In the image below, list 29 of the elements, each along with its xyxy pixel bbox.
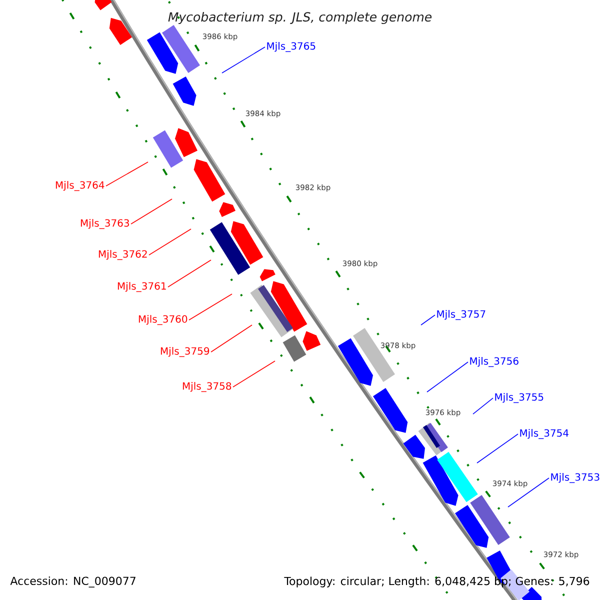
gene-label: Mjls_3758 (182, 382, 232, 392)
genome-info-label: Topology: circular; Length: 6,048,425 bp; Genes: 5,796 (284, 576, 590, 588)
gene-label: Mjls_3761 (118, 282, 166, 292)
gene-label: Mjls_3759 (160, 347, 210, 357)
leader-line (188, 294, 232, 320)
accession-label: Accession: NC_009077 (10, 576, 136, 588)
gene-label: Mjls_3763 (80, 219, 129, 229)
gene-label: Mjls_3762 (98, 250, 147, 260)
leader-line (472, 398, 494, 414)
leader-line (168, 260, 212, 288)
leader-line (232, 360, 276, 388)
gene-label: Mjls_3760 (138, 315, 188, 325)
gene-label: Mjls_3764 (56, 181, 104, 191)
leader-line (426, 362, 468, 392)
leader-line (210, 324, 252, 352)
leader-line (476, 434, 518, 464)
leader-line (222, 46, 266, 74)
leader-line (508, 478, 550, 508)
leader-line (420, 314, 436, 326)
gene-label: Mjls_3755 (495, 393, 544, 403)
gene-label: Mjls_3756 (470, 357, 518, 367)
leader-line (148, 228, 192, 256)
gene-label: Mjls_3757 (437, 310, 486, 320)
leader-line (130, 198, 172, 224)
gene-label: Mjls_3754 (520, 429, 568, 439)
gene-label: Mjls_3765 (267, 42, 316, 52)
gene-label: Mjls_3753 (551, 473, 600, 483)
title: Mycobacterium sp. JLS, complete genome (168, 12, 432, 24)
leader-line (106, 162, 148, 186)
